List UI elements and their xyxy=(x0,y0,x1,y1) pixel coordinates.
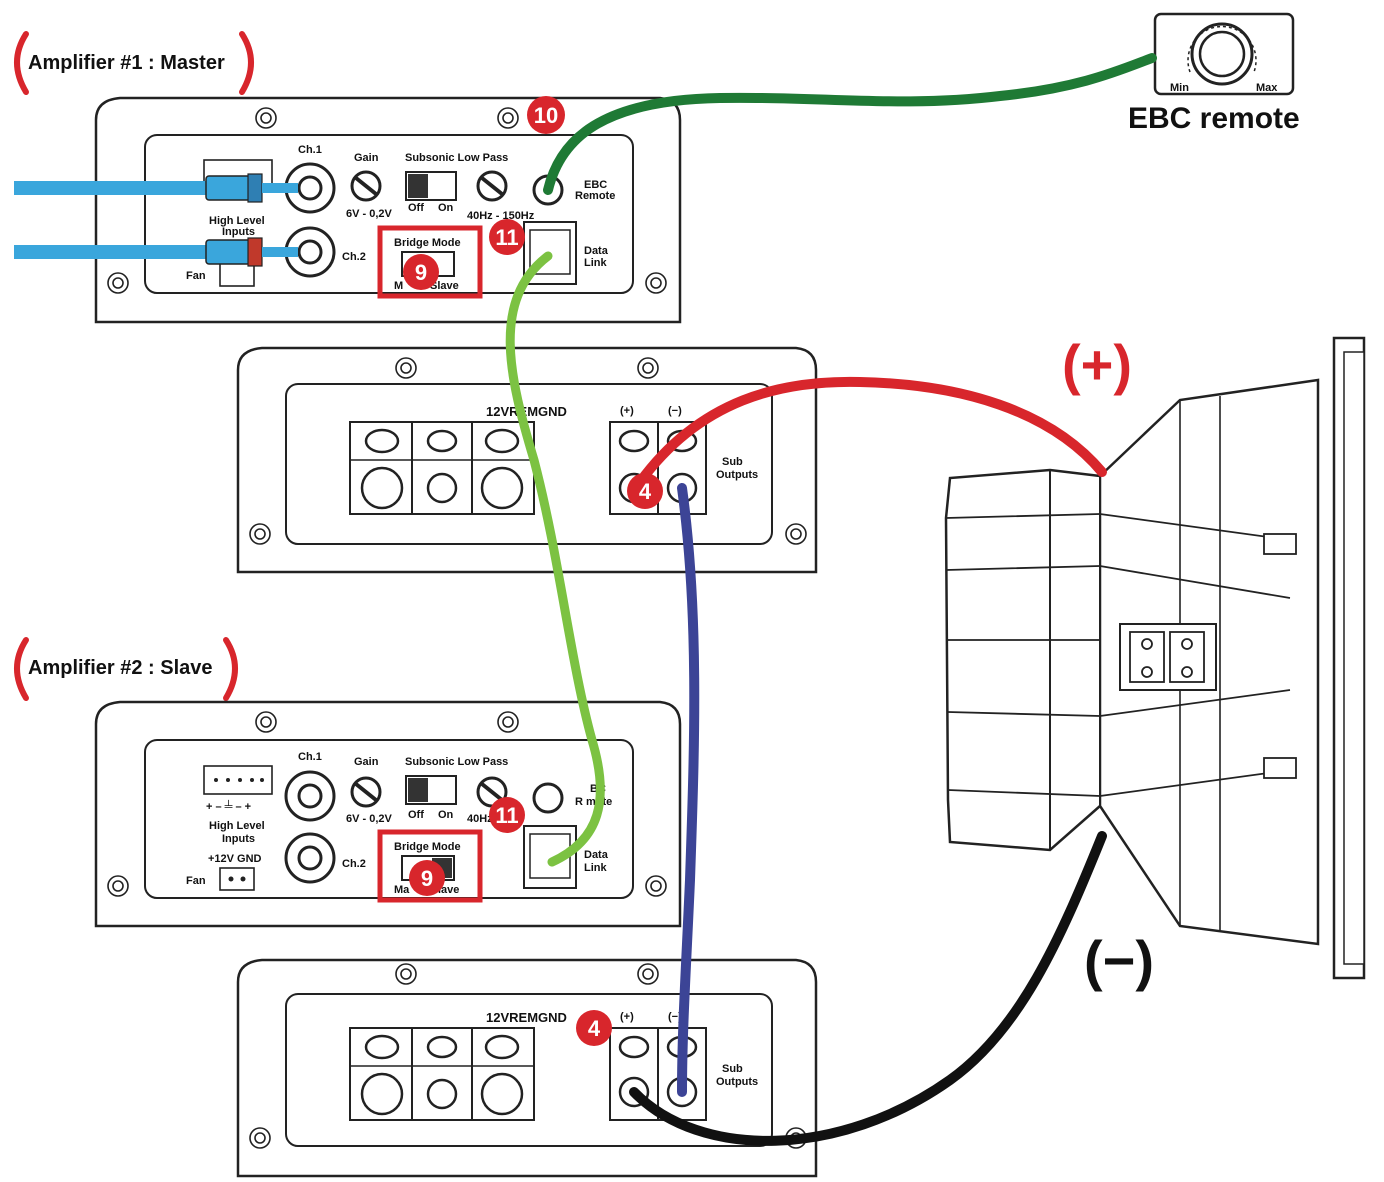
amp1-hli-label-2: Inputs xyxy=(222,226,255,238)
data-link-cable xyxy=(505,251,605,867)
amp2-gain-label: Gain xyxy=(354,756,379,768)
amp1-ch2-label: Ch.2 xyxy=(342,251,366,263)
amp2-sub-plus-screw[interactable] xyxy=(618,1035,650,1059)
amp2-title-group: Amplifier #2 : Slave xyxy=(14,637,238,701)
amp2-ebc-jack[interactable] xyxy=(532,782,564,814)
ebc-remote-label: EBC remote xyxy=(1128,102,1300,135)
amp1-sub-label-2: Outputs xyxy=(716,469,758,481)
ebc-cable xyxy=(543,53,1157,195)
speaker-minus-sign: (−) xyxy=(1084,929,1154,992)
amp2-bridge-highlight xyxy=(377,829,483,903)
amp2-freq-label: 40Hz xyxy=(467,813,493,825)
amp2-data-label-2: Link xyxy=(584,862,607,874)
badge-11-amp1: 11 xyxy=(489,219,525,255)
amp1-title-group: Amplifier #1 : Master xyxy=(14,31,254,95)
amp2-rem-screw[interactable] xyxy=(426,1035,458,1059)
negative-cable xyxy=(629,831,1107,1146)
badges: 10 11 11 9 9 4 4 xyxy=(403,96,663,1046)
amp1-gnd-screw[interactable] xyxy=(484,428,520,454)
amp1-on-label: On xyxy=(438,202,454,214)
amp1-power-panel: 12VREMGND (+) (−) Sub Outputs xyxy=(236,346,818,574)
amp1-slave-label: Slave xyxy=(430,280,459,292)
amp1-subsonic-label: Subsonic Low Pass xyxy=(405,152,508,164)
ebc-remote[interactable]: Min Max EBC remote xyxy=(1128,12,1300,135)
amp1-data-label-1: Data xyxy=(584,245,609,257)
amp2-sub-label-1: Sub xyxy=(722,1063,743,1075)
amp2-pin-signs: + – ╧ – + xyxy=(206,799,251,813)
badge-9-amp2: 9 xyxy=(409,860,445,896)
amp1-master-label: M xyxy=(394,280,403,292)
badge-10: 10 xyxy=(527,96,565,134)
amp1-title: Amplifier #1 : Master xyxy=(28,52,225,74)
amp2-terminals-label: 12VREMGND xyxy=(486,1010,567,1025)
amp2-ch1-label: Ch.1 xyxy=(298,751,322,763)
amp1-gain-range: 6V - 0,2V xyxy=(346,208,393,220)
bridge-cable xyxy=(677,483,700,1097)
amp2-control-panel: + – ╧ – + High Level Inputs +12V GND Fan… xyxy=(94,700,682,928)
amp2-master-label: Ma xyxy=(394,884,410,896)
ebc-max-label: Max xyxy=(1256,82,1278,94)
svg-text:11: 11 xyxy=(495,225,518,250)
amp2-gain-range: 6V - 0,2V xyxy=(346,813,393,825)
positive-cable xyxy=(635,376,1107,487)
svg-text:9: 9 xyxy=(421,866,433,891)
amp2-hli-label-2: Inputs xyxy=(222,833,255,845)
amp1-rem-screw[interactable] xyxy=(426,429,458,453)
amp2-on-label: On xyxy=(438,809,454,821)
amp1-gain-label: Gain xyxy=(354,152,379,164)
amp2-ebc-label-2: R mote xyxy=(575,796,612,808)
badge-4-amp1: 4 xyxy=(627,473,663,509)
amp1-sub-label-1: Sub xyxy=(722,456,743,468)
amp1-plus-label: (+) xyxy=(620,405,634,417)
amp1-ebc-label-1: EBC xyxy=(584,179,607,191)
amp2-off-label: Off xyxy=(408,809,424,821)
amp2-sub-label-2: Outputs xyxy=(716,1076,758,1088)
amp1-bridge-label: Bridge Mode xyxy=(394,237,461,249)
amp2-subsonic-label: Subsonic Low Pass xyxy=(405,756,508,768)
badge-11-amp2: 11 xyxy=(489,797,525,833)
svg-text:4: 4 xyxy=(639,479,652,504)
amp2-fan-label: Fan xyxy=(186,875,206,887)
amp1-freq-range: 40Hz - 150Hz xyxy=(467,210,535,222)
amp2-gnd-screw[interactable] xyxy=(484,1034,520,1060)
svg-text:10: 10 xyxy=(534,103,558,128)
amp2-data-label-1: Data xyxy=(584,849,609,861)
amp1-off-label: Off xyxy=(408,202,424,214)
amp1-minus-label: (−) xyxy=(668,405,682,417)
amp2-plus-label: (+) xyxy=(620,1011,634,1023)
amp2-power-panel: 12VREMGND (+) (−) Sub Outputs xyxy=(236,958,818,1178)
amp2-12v-screw[interactable] xyxy=(364,1034,400,1060)
amp2-minus-label: (−) xyxy=(668,1011,682,1023)
amp1-ebc-label-2: Remote xyxy=(575,190,615,202)
amp2-12v-gnd: +12V GND xyxy=(208,853,262,865)
amp1-12v-screw[interactable] xyxy=(364,428,400,454)
amp1-fan-label: Fan xyxy=(186,270,206,282)
amp2-ch2-label: Ch.2 xyxy=(342,858,366,870)
amp1-terminals-label: 12VREMGND xyxy=(486,404,567,419)
amp1-bridge-highlight xyxy=(377,225,483,299)
amp1-hli-label-1: High Level xyxy=(209,215,265,227)
cables xyxy=(14,53,1157,1146)
svg-text:4: 4 xyxy=(588,1016,601,1041)
badge-4-amp2: 4 xyxy=(576,1010,612,1046)
badge-9-amp1: 9 xyxy=(403,254,439,290)
amp2-bridge-label: Bridge Mode xyxy=(394,841,461,853)
amp2-hli-label-1: High Level xyxy=(209,820,265,832)
amp2-title: Amplifier #2 : Slave xyxy=(28,657,213,679)
ebc-min-label: Min xyxy=(1170,82,1189,94)
amp1-ch1-label: Ch.1 xyxy=(298,144,322,156)
amp1-sub-plus-screw[interactable] xyxy=(618,429,650,453)
speaker-plus-sign: (+) xyxy=(1062,333,1132,396)
svg-text:9: 9 xyxy=(415,260,427,285)
amp2-slave-label: lave xyxy=(438,884,459,896)
svg-text:11: 11 xyxy=(495,803,518,828)
subwoofer: (+) (−) xyxy=(944,333,1366,992)
amp1-data-label-2: Link xyxy=(584,257,607,269)
